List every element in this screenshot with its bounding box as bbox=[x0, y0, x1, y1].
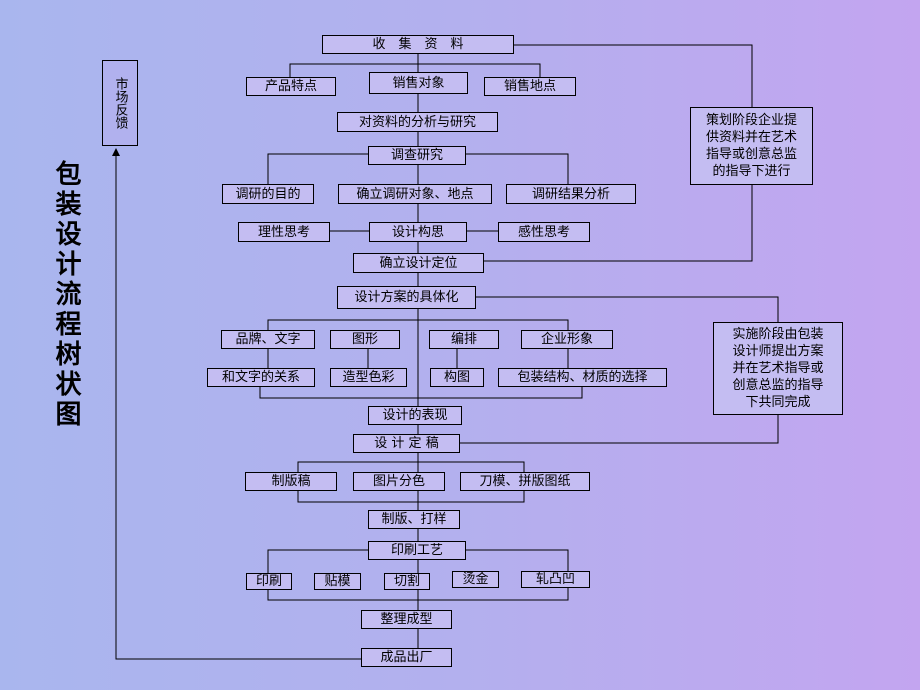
node-ship: 成品出厂 bbox=[361, 648, 452, 667]
node-textrel: 和文字的关系 bbox=[207, 368, 315, 387]
bracket-draft-top bbox=[297, 461, 525, 472]
node-die: 刀模、拼版图纸 bbox=[460, 472, 590, 491]
node-layout: 编排 bbox=[429, 330, 499, 349]
node-graphic: 图形 bbox=[330, 330, 400, 349]
market-feedback-box: 市场反馈 bbox=[102, 60, 138, 146]
node-target: 销售对象 bbox=[369, 72, 468, 94]
node-purpose: 调研的目的 bbox=[222, 184, 314, 204]
bracket-elements-bottom bbox=[259, 387, 583, 399]
bracket-draft-bottom bbox=[297, 491, 525, 503]
implementation-note: 实施阶段由包装 设计师提出方案 并在艺术指导或 创意总监的指导 下共同完成 bbox=[713, 322, 843, 415]
node-structure: 包装结构、材质的选择 bbox=[498, 368, 667, 387]
node-concept: 设计构思 bbox=[369, 222, 467, 242]
line-implementation-final bbox=[460, 415, 779, 444]
node-hotstamp: 烫金 bbox=[452, 571, 499, 588]
node-rational: 理性思考 bbox=[238, 222, 330, 242]
bracket-elements-top bbox=[267, 319, 569, 330]
node-composition: 构图 bbox=[430, 368, 484, 387]
node-place: 销售地点 bbox=[484, 77, 576, 96]
bracket-print-right bbox=[466, 549, 569, 571]
bracket-collect bbox=[289, 63, 541, 77]
node-plate: 制版稿 bbox=[245, 472, 337, 491]
node-analysis: 对资料的分析与研究 bbox=[337, 112, 498, 132]
page-title: 包装设计流程树状图 bbox=[51, 160, 81, 430]
node-corporate: 企业形象 bbox=[521, 330, 613, 349]
node-finish: 整理成型 bbox=[361, 610, 452, 629]
planning-note: 策划阶段企业提 供资料并在艺术 指导或创意总监 的指导下进行 bbox=[690, 107, 813, 185]
node-color: 造型色彩 bbox=[330, 368, 407, 387]
node-subject: 确立调研对象、地点 bbox=[338, 184, 492, 204]
node-result: 调研结果分析 bbox=[506, 184, 636, 204]
bracket-print-left bbox=[267, 549, 368, 573]
node-final: 设 计 定 稿 bbox=[353, 434, 460, 453]
node-laminate: 贴模 bbox=[314, 573, 361, 590]
node-emboss: 轧凸凹 bbox=[521, 571, 590, 588]
node-product: 产品特点 bbox=[246, 77, 336, 96]
node-survey: 调查研究 bbox=[368, 146, 466, 165]
node-express: 设计的表现 bbox=[368, 406, 462, 425]
node-brand: 品牌、文字 bbox=[221, 330, 315, 349]
arrow-market-feedback bbox=[112, 148, 361, 660]
node-emotional: 感性思考 bbox=[498, 222, 590, 242]
node-concretize: 设计方案的具体化 bbox=[337, 286, 476, 309]
line-planning-position bbox=[484, 185, 753, 262]
line-collect-planning bbox=[514, 44, 753, 107]
node-collect: 收 集 资 料 bbox=[322, 35, 514, 54]
bracket-print-bottom bbox=[267, 588, 569, 601]
line-concretize-implementation bbox=[476, 296, 779, 322]
node-position: 确立设计定位 bbox=[353, 253, 484, 273]
node-print: 印刷 bbox=[246, 573, 292, 590]
node-printing: 印刷工艺 bbox=[368, 541, 466, 560]
node-separation: 图片分色 bbox=[353, 472, 445, 491]
node-cut: 切割 bbox=[384, 573, 430, 590]
node-proof: 制版、打样 bbox=[368, 510, 460, 529]
